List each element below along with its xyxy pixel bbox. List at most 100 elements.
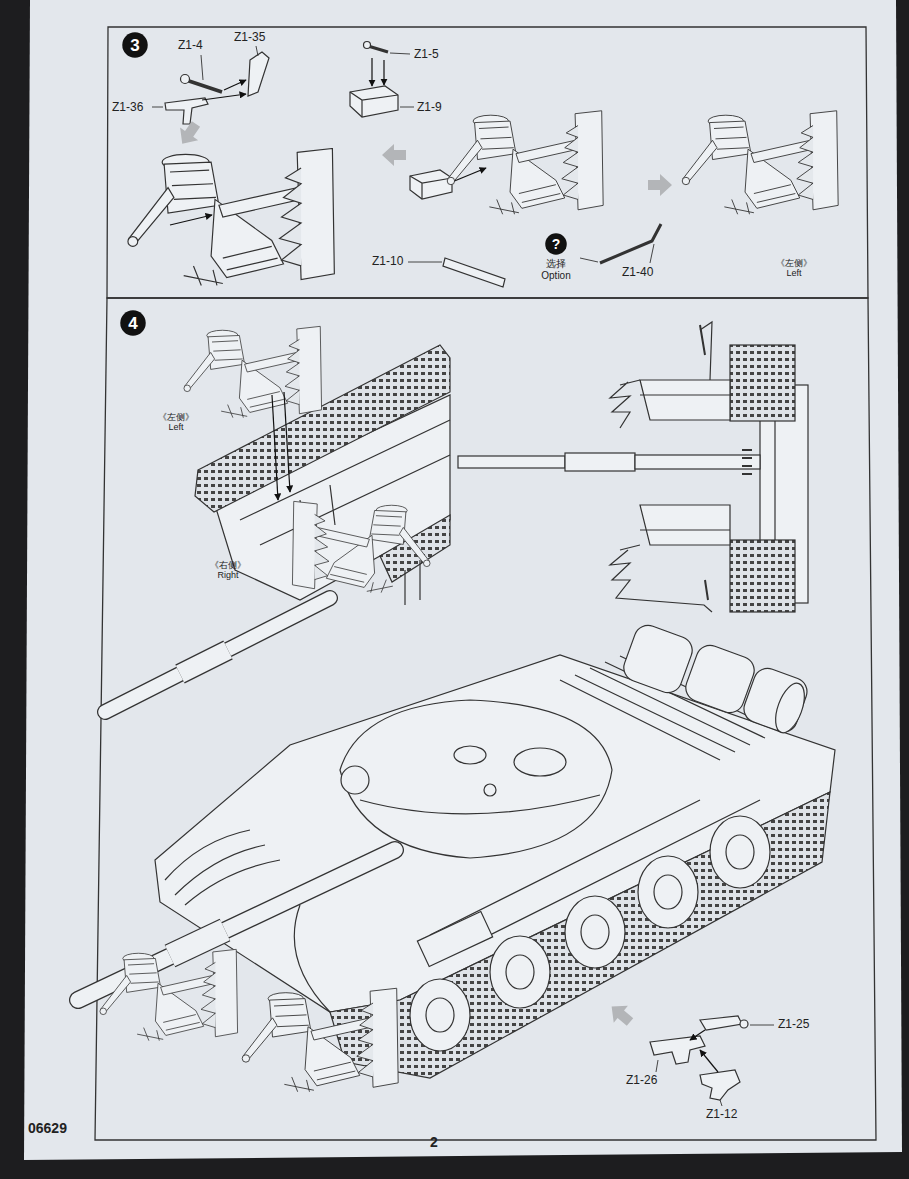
gun-barrel (180, 650, 228, 674)
top-view (610, 322, 712, 428)
part-number: Z1-26 (626, 1074, 657, 1088)
leader-line (390, 53, 410, 54)
assembly-drawing (128, 111, 838, 286)
paper-sheet (24, 0, 902, 1160)
tank-drawing (341, 766, 369, 794)
label-holder: Z1-40 (622, 266, 653, 280)
part-number: Z1-5 (414, 48, 439, 62)
assembly-arrow (690, 1030, 718, 1072)
label-holder: Z1-4 (178, 39, 203, 53)
assembly-arrow (700, 1050, 718, 1072)
assembly-arrow (284, 392, 290, 492)
part-number: Z1-10 (372, 255, 403, 269)
label-holder: Z1-36 (112, 101, 143, 115)
part-drawing (700, 1070, 740, 1100)
assembly-arrow (272, 395, 278, 500)
assembly-drawing (100, 949, 238, 1040)
part-drawing (650, 1036, 705, 1064)
part-drawing (368, 46, 388, 52)
label-holder: Z1-25 (778, 1018, 809, 1032)
leader-line (650, 244, 654, 263)
part-drawing (350, 92, 398, 117)
part-drawing (410, 176, 452, 199)
label-holder: Z1-26 (626, 1074, 657, 1088)
leader-line (656, 1025, 774, 1106)
tank-drawing (581, 915, 609, 949)
assembly-arrow (383, 60, 384, 85)
label-holder: 《左侧》 Left (154, 412, 198, 433)
part-number: Z1-12 (706, 1108, 737, 1122)
tank-drawing (726, 835, 754, 869)
leader-line (720, 1100, 722, 1106)
page-number: 2 (430, 1134, 438, 1150)
part-number: Z1-35 (234, 31, 265, 45)
label-holder: Z1-9 (417, 101, 442, 115)
side-label: 《左侧》 Left (772, 258, 816, 279)
assembly-drawing (447, 111, 603, 214)
leader-line (580, 258, 598, 262)
label-holder: Z1-35 (234, 31, 265, 45)
assembly-drawing (292, 501, 430, 592)
leader-line (152, 107, 163, 108)
tank-drawing (620, 621, 696, 696)
top-view (742, 450, 752, 474)
top-view (640, 380, 730, 420)
gun-barrel (105, 598, 330, 712)
part-number: Z1-4 (178, 39, 203, 53)
label-holder: 《左侧》 Left (772, 258, 816, 279)
step-number: ? (545, 233, 567, 255)
tank-drawing (417, 912, 492, 967)
label-holder: Z1-12 (706, 1108, 737, 1122)
label-holder: 《右侧》 Right (206, 560, 250, 581)
top-view (610, 545, 712, 612)
assembly-arrow (690, 1030, 705, 1040)
tank-drawing (710, 816, 770, 888)
tank-drawing (340, 700, 612, 858)
top-view (730, 345, 795, 421)
circle-outline (122, 32, 147, 57)
gun-barrel (105, 598, 330, 712)
label-holder: 2 (430, 1134, 438, 1150)
tank-drawing (155, 621, 835, 1078)
direction-arrow (382, 144, 406, 166)
top-view (458, 322, 808, 612)
label-holder: 06629 (28, 1120, 67, 1136)
tank-drawing (770, 679, 810, 736)
option-caption: 选择 Option (535, 258, 577, 281)
tank-drawing (620, 621, 811, 736)
part-drawing (350, 86, 398, 117)
kit-number: 06629 (28, 1120, 67, 1136)
part-drawing (181, 75, 190, 84)
top-view (458, 456, 565, 468)
top-view (565, 453, 635, 471)
tank-drawing (490, 936, 550, 1008)
tank-drawing (740, 664, 811, 735)
part-drawing (600, 224, 661, 263)
tank-drawing (565, 896, 625, 968)
part-drawing (410, 170, 452, 199)
tank-drawing (484, 784, 496, 796)
circle-outline (120, 310, 145, 335)
assembly-arrow (170, 215, 212, 225)
direction-arrow (648, 174, 672, 196)
leader-line (256, 46, 258, 56)
part-number: Z1-40 (622, 266, 653, 280)
gun-barrel (180, 650, 228, 674)
tank-drawing (360, 795, 600, 814)
assembly-arrow (202, 94, 246, 100)
assembly-drawing (184, 326, 322, 417)
leader-line (408, 262, 442, 263)
tank-drawing (514, 748, 566, 776)
gun-barrel (105, 598, 330, 712)
step-circle: 4 (120, 310, 146, 336)
part-drawing (165, 98, 208, 124)
assembly-drawing (242, 988, 398, 1091)
step-number: 4 (120, 310, 146, 336)
tank-drawing (638, 856, 698, 928)
part-number: Z1-9 (417, 101, 442, 115)
tank-drawing (426, 998, 454, 1032)
part-drawing (186, 80, 222, 92)
paper-sheet (24, 0, 902, 1160)
top-view (700, 325, 708, 600)
assembly-arrow (371, 58, 372, 86)
